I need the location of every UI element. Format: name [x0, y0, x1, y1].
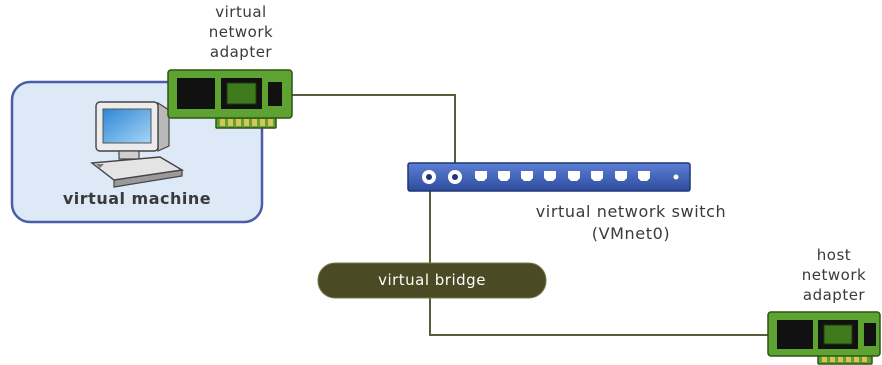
switch-port: [422, 170, 436, 184]
switch-port: [475, 171, 487, 181]
host-network-adapter-label: host network adapter: [786, 245, 882, 305]
label-line: adapter: [802, 286, 866, 304]
connection-line-adapter-to-switch: [290, 94, 456, 164]
computer-icon: [90, 101, 185, 188]
virtual-network-switch-label: virtual network switch (VMnet0): [495, 201, 767, 245]
connection-line-switch-to-host-adapter: [429, 190, 770, 336]
switch-title: virtual network switch: [535, 202, 727, 221]
virtual-machine-label: virtual machine: [62, 189, 212, 208]
switch-subtitle: (VMnet0): [591, 224, 671, 243]
switch-port: [498, 171, 510, 181]
label-line: virtual: [215, 3, 267, 21]
virtual-network-adapter-icon: [167, 69, 293, 129]
host-network-adapter-icon: [767, 311, 881, 365]
switch-port: [448, 170, 462, 184]
switch-status-light: [673, 174, 679, 180]
label-line: network: [801, 266, 867, 284]
virtual-network-adapter-label: virtual network adapter: [180, 2, 302, 62]
label-line: network: [208, 23, 274, 41]
virtual-network-switch-icon: [407, 162, 691, 192]
switch-port: [591, 171, 603, 181]
label-line: adapter: [209, 43, 273, 61]
label-line: host: [816, 246, 852, 264]
switch-port: [615, 171, 627, 181]
switch-port: [638, 171, 650, 181]
switch-port: [521, 171, 533, 181]
virtual-bridge-pill: [317, 262, 547, 299]
switch-port: [568, 171, 580, 181]
virtual-bridge-label: virtual bridge: [378, 271, 486, 289]
switch-port: [544, 171, 556, 181]
